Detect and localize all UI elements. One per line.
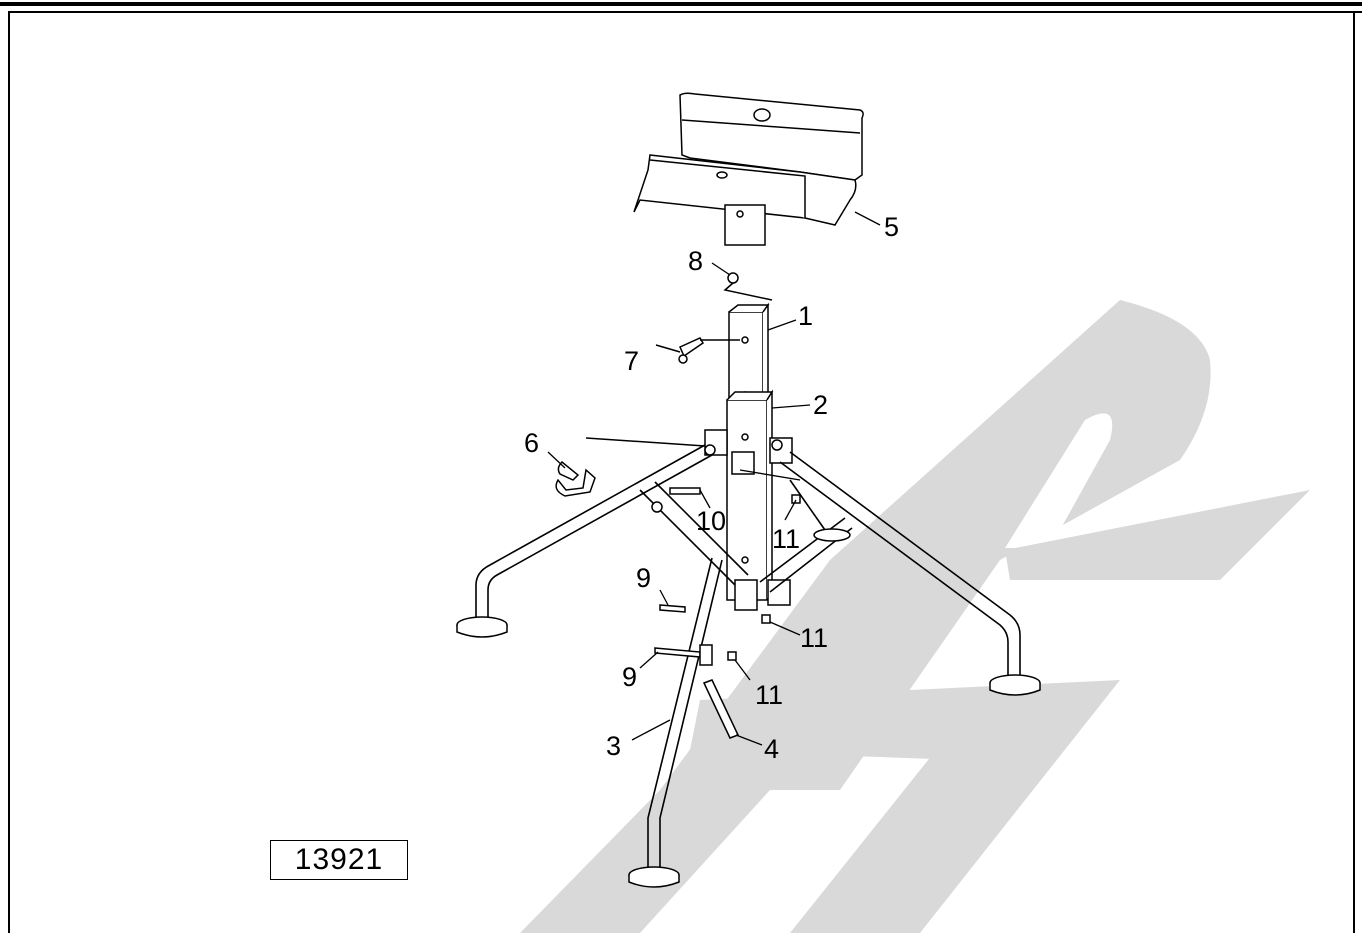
callout-5: 5 [884,212,899,242]
figure-number-box: 13921 [270,840,408,880]
callout-11-middle: 11 [800,623,828,653]
leader-lines [547,211,881,746]
tripod-legs [475,444,1021,872]
lower-post-part [704,389,793,611]
pin-part-8 [723,272,773,301]
figure-number: 13921 [294,843,384,876]
tripod-feet [456,439,1041,888]
callout-1: 1 [798,301,813,331]
watermark-logo [520,300,1310,933]
callout-8: 8 [688,246,703,276]
fasteners [654,487,801,739]
callout-6: 6 [524,428,539,458]
callout-2: 2 [813,390,828,420]
callout-10: 10 [696,506,726,536]
seat-part [633,92,864,246]
callout-9-upper: 9 [636,563,651,593]
pin-part-7 [655,337,740,364]
callout-3: 3 [606,731,621,761]
callout-9-lower: 9 [622,662,637,692]
callout-11-upper: 11 [772,524,800,554]
callout-7: 7 [624,346,639,376]
callout-4: 4 [764,734,779,764]
callout-11-lower: 11 [755,680,783,710]
